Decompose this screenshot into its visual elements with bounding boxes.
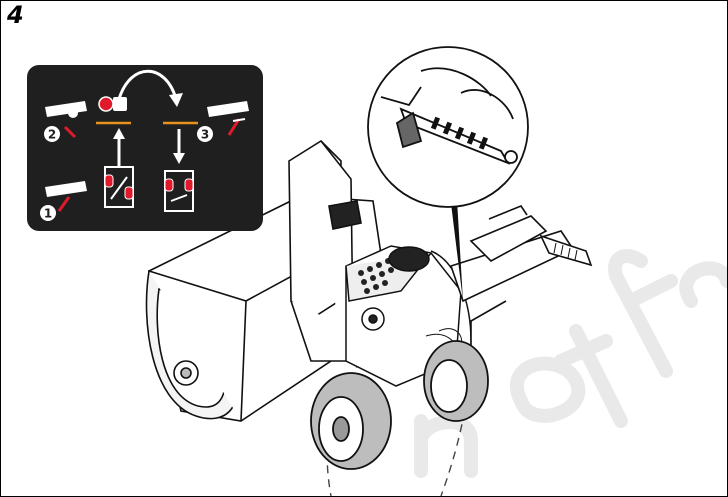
detail-callout [367, 46, 529, 301]
svg-text:1: 1 [44, 207, 52, 221]
lever-icon-step3 [207, 101, 249, 136]
svg-text:2: 2 [48, 128, 56, 142]
left-wheel [310, 372, 392, 470]
engine [345, 245, 472, 387]
step-marker-2: 2 [44, 126, 60, 142]
handle [449, 205, 593, 361]
svg-text:3: 3 [201, 128, 209, 142]
step-marker-3: 3 [197, 126, 213, 142]
discharge-chute [288, 139, 362, 362]
figure-number: 4 [7, 1, 24, 29]
wheel-assembly-right-icon [164, 170, 194, 212]
wheel-assembly-left-icon [104, 166, 134, 208]
right-wheel [423, 340, 489, 422]
lever-icon-step1 [45, 181, 87, 212]
watermark [414, 249, 727, 478]
step-marker-1: 1 [40, 205, 56, 221]
instruction-inset: 2 3 1 [27, 65, 263, 231]
pin-part-icon [98, 96, 127, 112]
lever-icon-step2 [45, 101, 87, 139]
